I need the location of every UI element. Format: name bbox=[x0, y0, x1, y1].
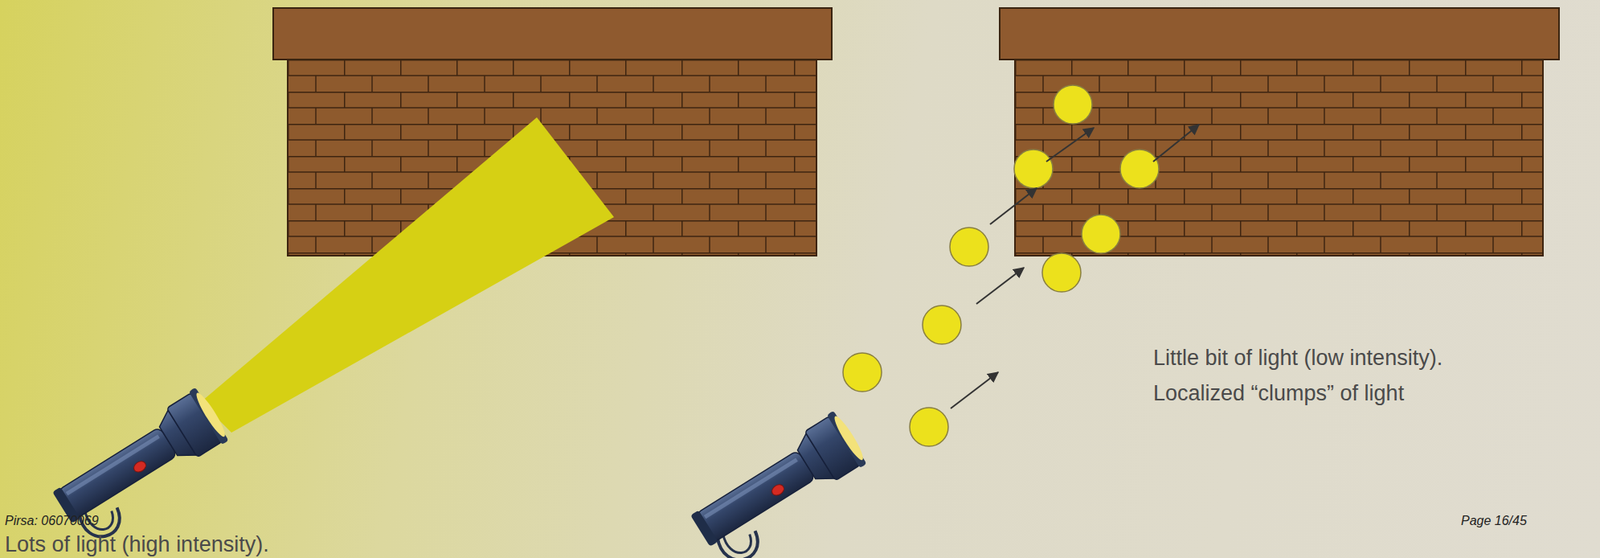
direction-arrow bbox=[976, 267, 1024, 304]
photon bbox=[1120, 149, 1159, 189]
photon bbox=[909, 407, 949, 447]
intensity-caption: Little bit of light (low intensity). bbox=[1153, 345, 1443, 371]
photon bbox=[842, 352, 882, 392]
direction-arrow bbox=[990, 188, 1037, 225]
intensity-caption: Lots of light (high intensity). bbox=[4, 531, 270, 557]
intensity-caption: Localized “clumps” of light bbox=[1153, 380, 1404, 406]
wall-cap bbox=[999, 8, 1560, 60]
page-number: Page 16/45 bbox=[1460, 513, 1527, 528]
photon bbox=[922, 305, 962, 344]
photon-group bbox=[842, 85, 1159, 447]
light-beam bbox=[200, 117, 614, 433]
photon bbox=[949, 227, 989, 266]
photon bbox=[1042, 253, 1081, 292]
direction-arrow bbox=[1046, 127, 1094, 162]
wall-cap bbox=[273, 8, 832, 60]
brick-wall-body bbox=[1014, 59, 1543, 256]
direction-arrow bbox=[950, 372, 999, 409]
flashlight bbox=[683, 409, 879, 558]
brick-wall bbox=[999, 8, 1560, 256]
photon bbox=[1014, 149, 1053, 189]
direction-arrow bbox=[1153, 124, 1199, 162]
photon bbox=[1081, 214, 1121, 254]
source-id: Pirsa: 06070069 bbox=[4, 513, 99, 528]
photon bbox=[1053, 85, 1093, 124]
